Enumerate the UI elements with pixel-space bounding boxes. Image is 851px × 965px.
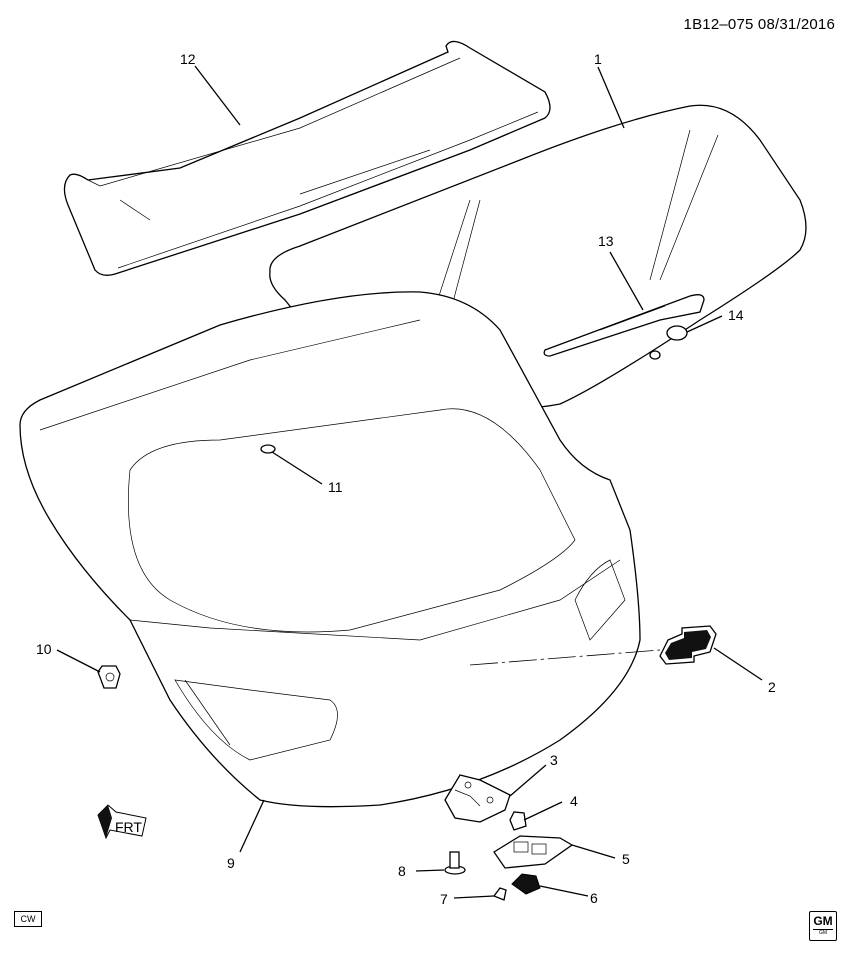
bowtie-emblem (659, 625, 717, 665)
callout-labels: 1 2 3 4 5 6 7 8 9 10 11 12 13 14 (36, 51, 776, 907)
liftgate (19, 291, 661, 808)
grommet (260, 444, 276, 454)
callout-10: 10 (36, 641, 52, 657)
callout-8: 8 (398, 863, 406, 879)
callout-5: 5 (622, 851, 630, 867)
callout-7: 7 (440, 891, 448, 907)
wiper-arm (543, 294, 705, 357)
gm-logo-mark: GM (813, 914, 833, 928)
liftgate-latch (444, 774, 511, 823)
handle-switch (493, 835, 574, 869)
callout-6: 6 (590, 890, 598, 906)
callout-11: 11 (328, 479, 343, 495)
callout-9: 9 (227, 855, 235, 871)
clip-nut (509, 811, 527, 831)
callout-2: 2 (768, 679, 776, 695)
retainer-clip (97, 665, 121, 689)
wiper-cap (649, 325, 688, 360)
switch-cover (511, 873, 541, 895)
callout-12: 12 (180, 51, 196, 67)
screw-7 (492, 887, 507, 901)
document-id: 1B12–075 08/31/2016 (683, 16, 835, 33)
front-direction-label: FRT (115, 819, 142, 835)
callout-1: 1 (594, 51, 602, 67)
gm-logo: GM GM (809, 911, 837, 941)
bolt-8 (444, 851, 466, 875)
gm-logo-sub: GM (813, 929, 833, 937)
spoiler (63, 40, 551, 276)
callout-3: 3 (550, 752, 558, 768)
callout-13: 13 (598, 233, 614, 249)
callout-14: 14 (728, 307, 744, 323)
leader-lines (56, 65, 763, 899)
callout-4: 4 (570, 793, 578, 809)
cw-badge: CW (14, 911, 42, 927)
front-direction-indicator: FRT (97, 804, 147, 840)
